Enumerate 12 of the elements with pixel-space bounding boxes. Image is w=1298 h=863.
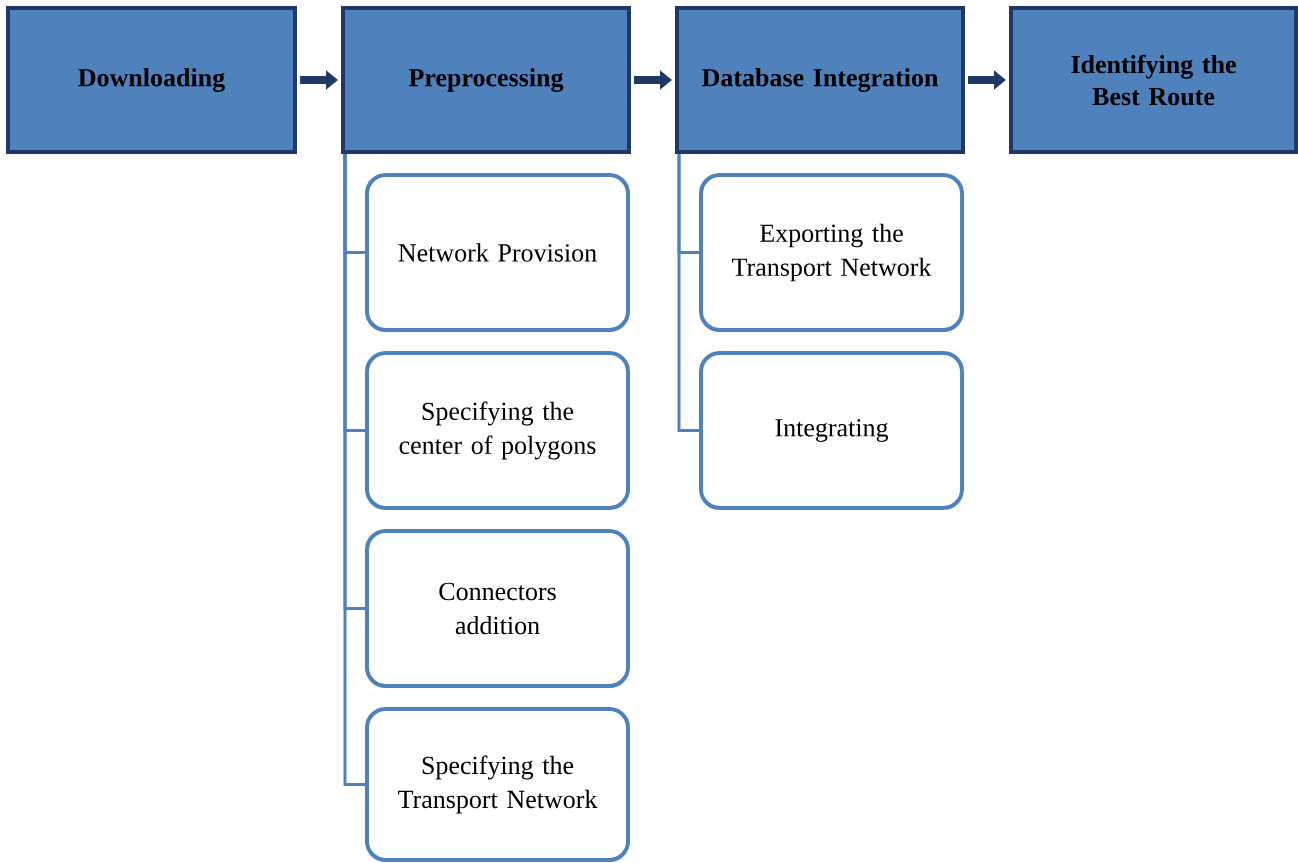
step-box: Downloading: [6, 6, 297, 154]
task-box: Connectors addition: [364, 529, 631, 688]
step-box: Database Integration: [675, 6, 965, 154]
connector-line: [343, 154, 365, 786]
task-box: Integrating: [699, 351, 965, 510]
task-box: Specifying the center of polygons: [364, 351, 631, 510]
step-box: Identifying the Best Route: [1009, 6, 1298, 154]
task-box: Exporting the Transport Network: [699, 173, 965, 332]
connector-line: [677, 154, 699, 432]
step-box: Preprocessing: [341, 6, 631, 154]
task-box: Network Provision: [364, 173, 631, 332]
task-box: Specifying the Transport Network: [364, 707, 631, 862]
